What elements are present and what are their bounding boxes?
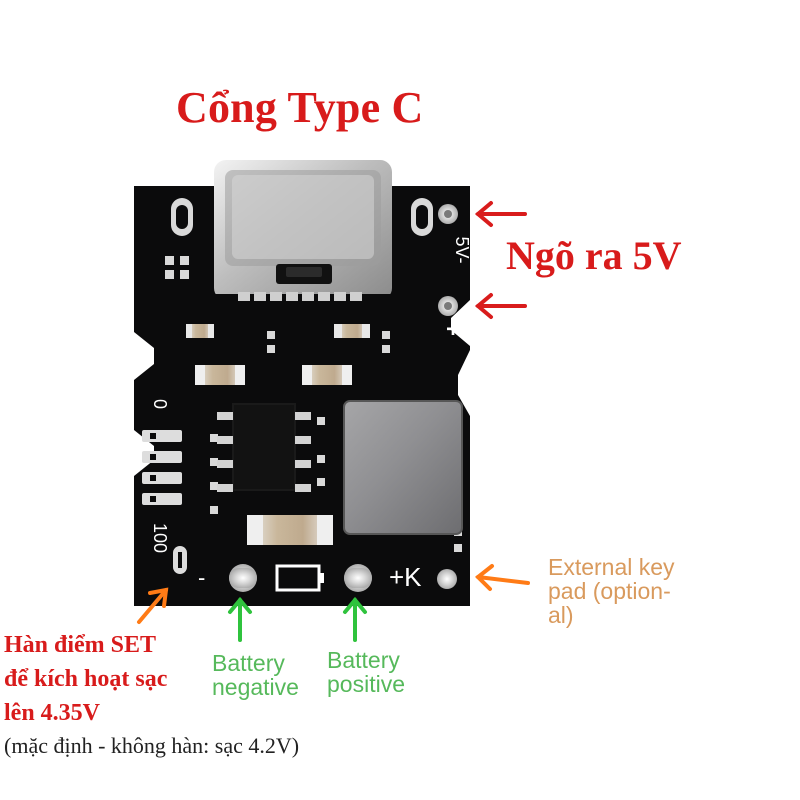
- external-key-arrow: [474, 564, 530, 591]
- external-key-label-line-1: External key: [548, 554, 675, 580]
- battery-positive-arrow: [343, 596, 367, 642]
- set-solder-note: Hàn điểm SET để kích hoạt sạc lên 4.35V: [4, 628, 167, 730]
- led-level-zero: 0: [150, 399, 170, 409]
- charging-ic: [217, 403, 311, 492]
- default-charge-note: (mặc định - không hàn: sạc 4.2V): [4, 733, 300, 758]
- battery-negative-arrow: [228, 596, 252, 642]
- set-solder-pad: [173, 546, 187, 574]
- battery-negative-label-line-2: negative: [212, 674, 299, 700]
- output-5v-label: Ngõ ra 5V: [506, 233, 682, 278]
- output-arrows: [474, 201, 527, 319]
- smd-capacitor-mid-right: [302, 365, 352, 385]
- battery-positive-label: Battery positive: [327, 648, 405, 696]
- external-key-label: External key pad (option- al): [548, 555, 675, 627]
- external-key-pad: [437, 569, 457, 589]
- set-arrow: [137, 587, 169, 624]
- battery-positive-pad: [344, 564, 372, 592]
- board-small-pads-left: [165, 256, 189, 279]
- battery-minus-mark: -: [198, 565, 205, 590]
- output-plus-mark: +: [446, 316, 460, 343]
- usb-pins: [238, 292, 362, 301]
- battery-negative-label-line-1: Battery: [212, 650, 285, 676]
- battery-plus-k-mark: +K: [389, 562, 422, 592]
- battery-positive-label-line-1: Battery: [327, 647, 400, 673]
- battery-negative-pad: [229, 564, 257, 592]
- output-5v-mark: 5V-: [452, 236, 472, 263]
- external-key-label-line-3: al): [548, 602, 574, 628]
- set-solder-note-line-3: lên 4.35V: [4, 700, 100, 726]
- external-key-label-line-2: pad (option-: [548, 578, 671, 604]
- smd-capacitor-top-right: [334, 324, 370, 338]
- smd-capacitor-mid-left: [195, 365, 245, 385]
- set-solder-note-line-1: Hàn điểm SET: [4, 632, 157, 658]
- type-c-label: Cổng Type C: [176, 83, 424, 132]
- led-level-100: 100: [150, 523, 170, 553]
- battery-negative-label: Battery negative: [212, 651, 299, 699]
- smd-capacitor-bottom: [247, 515, 333, 545]
- set-solder-note-line-2: để kích hoạt sạc: [4, 666, 168, 692]
- battery-positive-label-line-2: positive: [327, 671, 405, 697]
- smd-capacitor-top-left: [186, 324, 214, 338]
- power-inductor: [343, 400, 463, 535]
